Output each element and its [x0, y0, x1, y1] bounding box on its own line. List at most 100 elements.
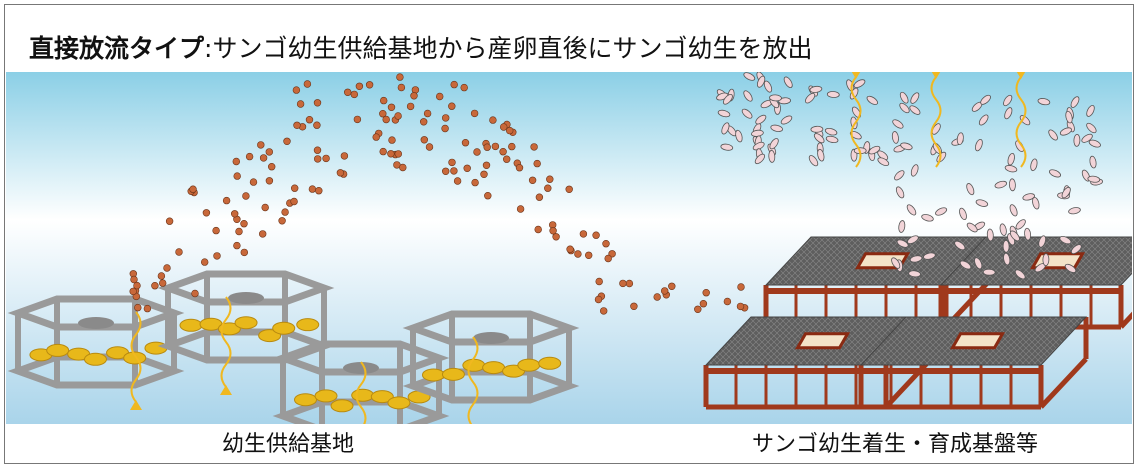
coral-egg	[484, 191, 492, 200]
coral-egg	[702, 289, 710, 297]
coral-egg	[382, 115, 390, 124]
coral-egg	[379, 109, 387, 118]
release-arrow	[355, 361, 367, 424]
coral-larva	[1004, 107, 1013, 120]
coral-egg	[491, 142, 500, 151]
coral-larva	[1087, 175, 1101, 183]
coral-egg	[175, 248, 183, 256]
coral-larva	[735, 129, 743, 143]
coral-egg	[420, 118, 428, 126]
coral-larva	[1042, 253, 1050, 267]
coral-egg	[191, 289, 199, 298]
coral-larva	[824, 127, 838, 136]
coral-larva	[1048, 129, 1058, 141]
coral-egg	[499, 147, 507, 156]
coral-larva	[994, 180, 1008, 189]
coral-colony	[330, 399, 354, 413]
coral-egg	[396, 73, 404, 81]
coral-egg	[604, 254, 612, 263]
coral-larva	[853, 79, 866, 88]
coral-larva	[975, 138, 983, 152]
coral-egg	[535, 193, 544, 201]
coral-larva	[868, 145, 881, 155]
coral-larva	[909, 255, 923, 263]
coral-larva	[899, 102, 910, 114]
coral-egg	[423, 109, 432, 118]
coral-egg	[157, 272, 166, 280]
coral-egg	[222, 196, 231, 205]
coral-larva	[1008, 178, 1016, 192]
coral-larva	[1003, 252, 1011, 266]
coral-egg	[249, 178, 258, 186]
coral-larva	[908, 270, 921, 278]
coral-egg	[546, 175, 554, 183]
coral-larva	[954, 240, 966, 251]
coral-egg	[265, 148, 273, 156]
coral-egg	[619, 279, 627, 288]
coral-larva	[1073, 134, 1081, 147]
coral-larva	[986, 228, 994, 242]
coral-colony	[294, 393, 318, 407]
coral-larva	[1089, 155, 1097, 169]
coral-egg	[660, 287, 669, 295]
coral-egg	[694, 305, 702, 314]
coral-larva	[778, 97, 791, 105]
platform-opening	[794, 332, 851, 350]
coral-egg	[296, 100, 305, 108]
coral-larva	[891, 257, 901, 269]
coral-larva	[1024, 227, 1032, 241]
coral-larva	[825, 135, 839, 144]
coral-egg	[549, 227, 557, 235]
coral-egg	[130, 275, 138, 284]
arrow-head	[931, 72, 941, 79]
coral-larva	[892, 119, 904, 129]
coral-egg	[566, 245, 574, 253]
coral-egg	[420, 136, 428, 144]
coral-egg	[233, 241, 241, 250]
coral-larva	[1003, 94, 1013, 107]
coral-egg	[314, 155, 322, 163]
coral-egg	[372, 133, 380, 141]
coral-larva	[1068, 207, 1081, 215]
coral-egg	[355, 82, 364, 90]
caption-settlement-base: サンゴ幼生着生・育成基盤等	[752, 432, 1039, 457]
coral-larva	[809, 85, 823, 93]
coral-larva	[896, 239, 909, 248]
coral-larva	[978, 114, 989, 126]
arrow-head	[1016, 72, 1026, 79]
drifting-larvae	[716, 72, 1103, 280]
coral-egg	[242, 192, 250, 200]
coral-egg	[489, 116, 497, 124]
coral-egg	[406, 102, 415, 111]
coral-larva	[1022, 193, 1035, 201]
coral-larva	[721, 122, 730, 135]
release-arrow	[220, 296, 232, 388]
coral-egg	[235, 227, 243, 236]
coral-egg	[442, 114, 450, 122]
coral-egg	[653, 293, 661, 301]
platform-opening	[949, 332, 1006, 350]
coral-colony	[370, 390, 394, 404]
coral-egg	[213, 252, 221, 260]
coral-larva	[1070, 96, 1080, 108]
coral-larva	[1015, 219, 1026, 230]
coral-larva	[1009, 230, 1020, 242]
coral-egg	[268, 162, 276, 171]
coral-larva	[1081, 133, 1093, 143]
release-arrows	[130, 72, 1027, 424]
coral-egg	[599, 307, 608, 315]
coral-egg	[259, 154, 268, 162]
platform-base-rail	[1119, 311, 1132, 329]
coral-egg	[129, 287, 137, 296]
coral-egg	[584, 251, 593, 260]
coral-larva	[935, 207, 948, 216]
coral-egg	[305, 115, 314, 124]
coral-egg	[340, 152, 349, 160]
supply-base-cages	[7, 270, 580, 424]
coral-larva	[895, 186, 905, 199]
coral-egg	[133, 281, 141, 290]
coral-larva	[891, 131, 899, 144]
coral-egg	[394, 150, 402, 158]
coral-rock	[78, 317, 114, 329]
coral-larva	[805, 93, 816, 104]
